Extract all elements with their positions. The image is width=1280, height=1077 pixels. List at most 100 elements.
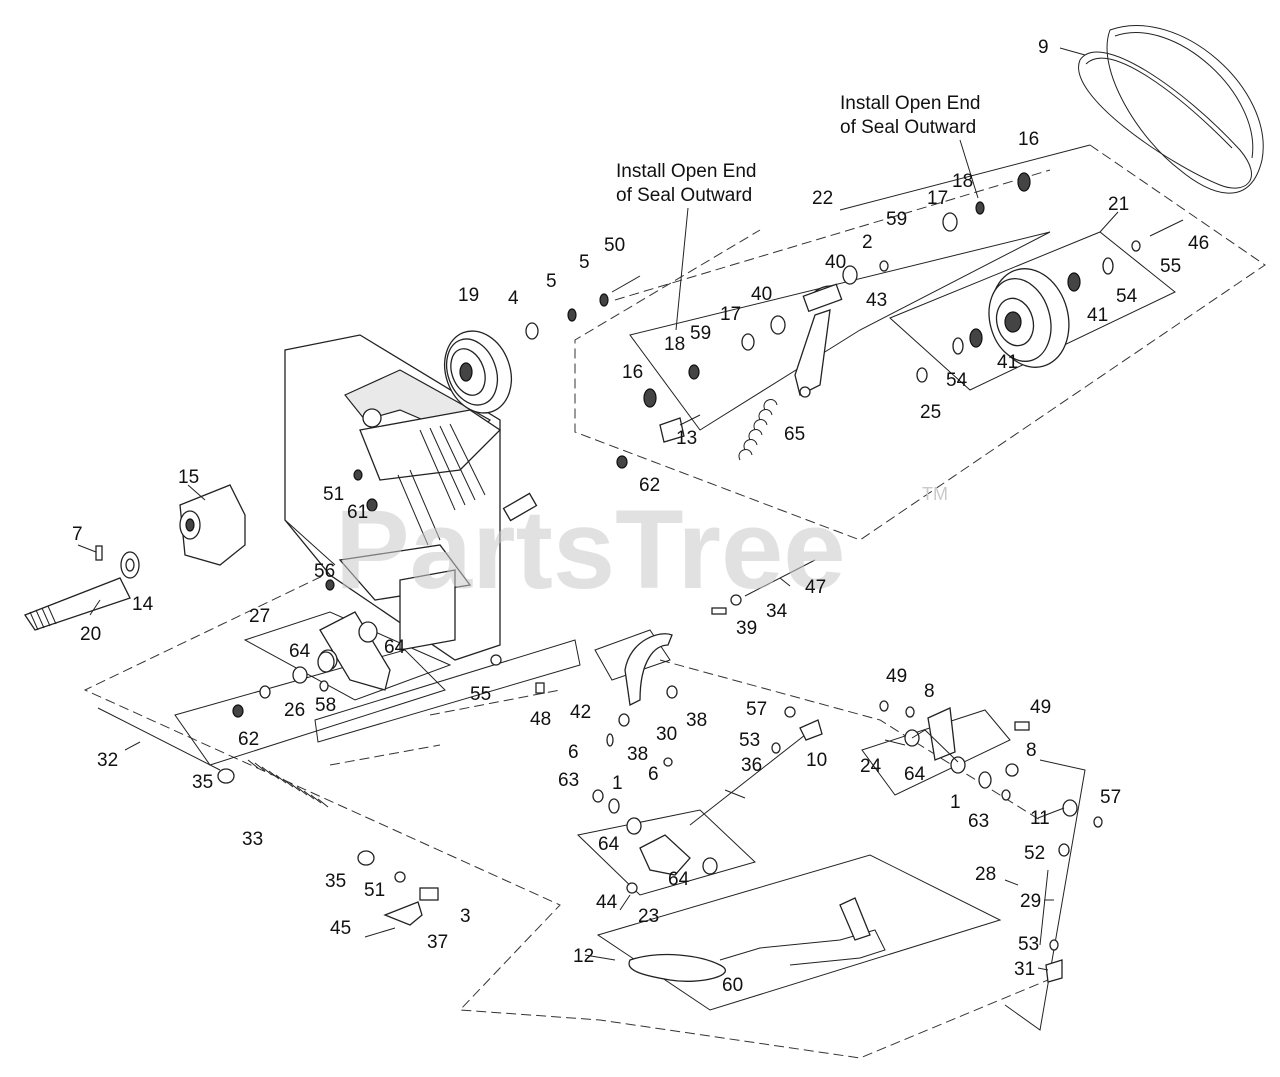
callout-label: 2 bbox=[862, 232, 873, 253]
callout-label: 16 bbox=[1018, 129, 1039, 150]
callout-label: 54 bbox=[1116, 286, 1138, 307]
callout-label: 28 bbox=[975, 864, 996, 885]
callout-label: 55 bbox=[470, 684, 491, 705]
callout-label: 59 bbox=[690, 323, 711, 344]
callout-label: 13 bbox=[676, 428, 697, 449]
callout-label: 4 bbox=[508, 288, 519, 309]
callout-label: 59 bbox=[886, 209, 907, 230]
shaft-20 bbox=[24, 545, 140, 631]
bracket-23 bbox=[626, 817, 718, 876]
callout-label: 22 bbox=[812, 188, 833, 209]
callout-label: 1 bbox=[612, 773, 623, 794]
callout-label: 33 bbox=[242, 829, 263, 850]
callout-label: 64 bbox=[668, 869, 690, 890]
callout-label: 45 bbox=[330, 918, 351, 939]
callout-label: 62 bbox=[238, 729, 259, 750]
note-lower-line2: of Seal Outward bbox=[616, 185, 752, 206]
callout-label: 15 bbox=[178, 467, 199, 488]
callout-label: 64 bbox=[598, 834, 620, 855]
callout-label: 6 bbox=[568, 742, 579, 763]
callout-label: 23 bbox=[638, 906, 659, 927]
spring-65 bbox=[738, 399, 778, 461]
callout-label: 29 bbox=[1020, 891, 1041, 912]
callout-label: 63 bbox=[558, 770, 579, 791]
callout-label: 55 bbox=[1160, 256, 1181, 277]
callout-label: 40 bbox=[751, 284, 772, 305]
callout-label: 32 bbox=[97, 750, 118, 771]
pedal-12 bbox=[628, 897, 886, 982]
callout-label: 31 bbox=[1014, 959, 1035, 980]
callout-labels: 1 1 2 3 4 5 5 6 6 7 8 8 9 10 11 12 13 14… bbox=[72, 37, 1209, 996]
callout-label: 5 bbox=[579, 252, 590, 273]
callout-label: 64 bbox=[384, 637, 406, 658]
callout-label: 41 bbox=[997, 352, 1018, 373]
callout-label: 11 bbox=[1030, 808, 1050, 829]
callout-label: 16 bbox=[622, 362, 643, 383]
callout-label: 58 bbox=[315, 695, 336, 716]
callout-label: 20 bbox=[80, 624, 101, 645]
link-30 bbox=[624, 633, 673, 706]
callout-label: 53 bbox=[739, 730, 760, 751]
callout-label: 51 bbox=[323, 484, 344, 505]
note-lower: Install Open End of Seal Outward bbox=[616, 161, 756, 331]
watermark-text: PartsTree bbox=[335, 487, 846, 612]
callout-label: 62 bbox=[639, 475, 660, 496]
callout-label: 51 bbox=[364, 880, 385, 901]
callout-label: 49 bbox=[1030, 697, 1051, 718]
callout-label: 17 bbox=[720, 304, 741, 325]
bracket-24 bbox=[904, 707, 966, 774]
callout-label: 5 bbox=[546, 271, 557, 292]
callout-label: 64 bbox=[289, 641, 311, 662]
callout-label: 49 bbox=[886, 666, 907, 687]
callout-label: 34 bbox=[766, 601, 788, 622]
fasteners bbox=[232, 172, 1184, 983]
callout-label: 26 bbox=[284, 700, 305, 721]
note-upper-line2: of Seal Outward bbox=[840, 117, 976, 138]
callout-label: 42 bbox=[570, 702, 591, 723]
callout-label: 53 bbox=[1018, 934, 1039, 955]
callout-label: 14 bbox=[132, 594, 154, 615]
callout-label: 18 bbox=[664, 334, 685, 355]
callout-label: 38 bbox=[627, 744, 648, 765]
bearing-housing-15 bbox=[179, 484, 246, 566]
callout-label: 47 bbox=[805, 577, 826, 598]
callout-label: 10 bbox=[806, 750, 827, 771]
callout-label: 35 bbox=[192, 772, 213, 793]
callout-label: 19 bbox=[458, 285, 479, 306]
callout-label: 1 bbox=[950, 792, 961, 813]
subassembly-outlines bbox=[174, 231, 1176, 1031]
callout-label: 61 bbox=[347, 502, 368, 523]
callout-label: 48 bbox=[530, 709, 551, 730]
callout-label: 56 bbox=[314, 561, 335, 582]
callout-label: 18 bbox=[952, 171, 973, 192]
note-upper-line1: Install Open End bbox=[840, 93, 980, 114]
callout-label: 27 bbox=[249, 606, 270, 627]
callout-label: 57 bbox=[1100, 787, 1121, 808]
callout-label: 60 bbox=[722, 975, 743, 996]
callout-label: 52 bbox=[1024, 843, 1045, 864]
callout-label: 65 bbox=[784, 424, 805, 445]
callout-label: 8 bbox=[1026, 740, 1037, 761]
callout-label: 35 bbox=[325, 871, 346, 892]
callout-label: 64 bbox=[904, 764, 926, 785]
callout-label: 38 bbox=[686, 710, 707, 731]
callout-label: 6 bbox=[648, 764, 659, 785]
watermark: PartsTree TM bbox=[335, 484, 948, 612]
pulley-19 bbox=[444, 330, 512, 414]
callout-label: 3 bbox=[460, 906, 471, 927]
callout-label: 36 bbox=[741, 755, 762, 776]
callout-label: 41 bbox=[1087, 305, 1108, 326]
callout-label: 24 bbox=[860, 756, 882, 777]
callout-label: 43 bbox=[866, 290, 887, 311]
callout-label: 17 bbox=[927, 188, 948, 209]
callout-label: 37 bbox=[427, 932, 448, 953]
bracket-27 bbox=[318, 611, 391, 691]
callout-label: 63 bbox=[968, 811, 989, 832]
callout-label: 21 bbox=[1108, 194, 1129, 215]
note-lower-line1: Install Open End bbox=[616, 161, 756, 182]
callout-label: 54 bbox=[946, 370, 968, 391]
note-upper: Install Open End of Seal Outward bbox=[840, 93, 980, 199]
callout-label: 46 bbox=[1188, 233, 1209, 254]
callout-label: 8 bbox=[924, 681, 935, 702]
